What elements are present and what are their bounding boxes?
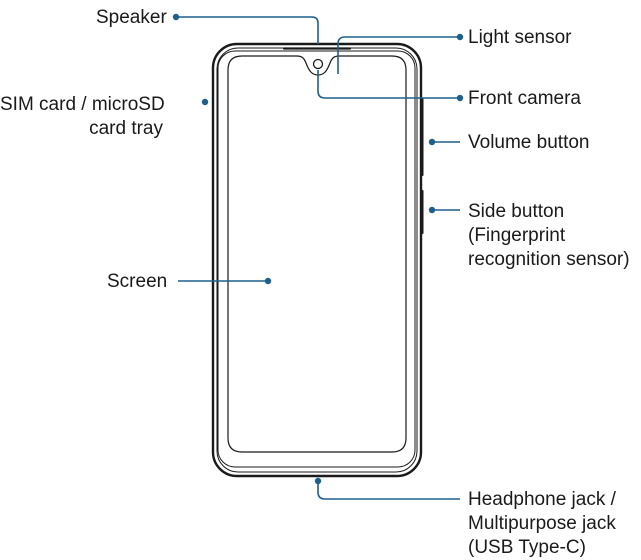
- light-sensor-leader-line: [337, 36, 460, 74]
- light-sensor-leader-dot: [456, 33, 464, 41]
- front-camera-leader-dot: [456, 94, 464, 102]
- speaker-callout: Speaker: [96, 7, 319, 44]
- side-button-label-line1: Side button: [468, 201, 564, 222]
- jack-leader-line: [317, 481, 460, 500]
- sim-tray-label-line1: SIM card / microSD: [0, 94, 165, 115]
- screen-label: Screen: [107, 271, 167, 292]
- volume-button-label: Volume button: [468, 132, 589, 153]
- sim-tray-callout: SIM card / microSD card tray: [0, 94, 209, 139]
- speaker-leader-dot: [172, 13, 180, 21]
- side-button-leader-dot: [428, 206, 436, 214]
- front-camera-lens: [312, 58, 324, 70]
- phone-frame-outline: [217, 50, 416, 468]
- screen-leader-dot: [264, 277, 272, 285]
- front-camera-leader-line: [317, 70, 460, 99]
- phone-outer-outline: [211, 42, 423, 478]
- front-camera-callout: Front camera: [317, 70, 581, 109]
- front-camera-label: Front camera: [468, 88, 581, 109]
- jack-callout: Headphone jack / Multipurpose jack (USB …: [314, 477, 617, 558]
- jack-label-line2: Multipurpose jack: [468, 513, 616, 534]
- volume-button-leader-dot: [428, 138, 436, 146]
- speaker-leader-line: [176, 16, 319, 44]
- volume-button-shape: [420, 98, 424, 176]
- phone-inner-outline: [216, 47, 418, 473]
- volume-button-callout: Volume button: [428, 132, 589, 153]
- side-button-label-line3: recognition sensor): [468, 249, 630, 270]
- side-button-shape: [420, 190, 424, 234]
- jack-label-line3: (USB Type-C): [468, 537, 586, 558]
- light-sensor-callout: Light sensor: [337, 27, 572, 74]
- screen-callout: Screen: [107, 271, 272, 292]
- phone-body: [211, 42, 424, 478]
- sim-tray-leader-dot: [201, 98, 209, 106]
- jack-label-line1: Headphone jack /: [468, 489, 617, 510]
- jack-leader-dot: [314, 477, 322, 485]
- screen-outline: [227, 55, 407, 453]
- side-button-callout: Side button (Fingerprint recognition sen…: [428, 201, 630, 270]
- speaker-label: Speaker: [96, 7, 167, 28]
- sim-tray-label-line2: card tray: [89, 118, 163, 139]
- side-button-label-line2: (Fingerprint: [468, 225, 566, 246]
- light-sensor-label: Light sensor: [468, 27, 572, 48]
